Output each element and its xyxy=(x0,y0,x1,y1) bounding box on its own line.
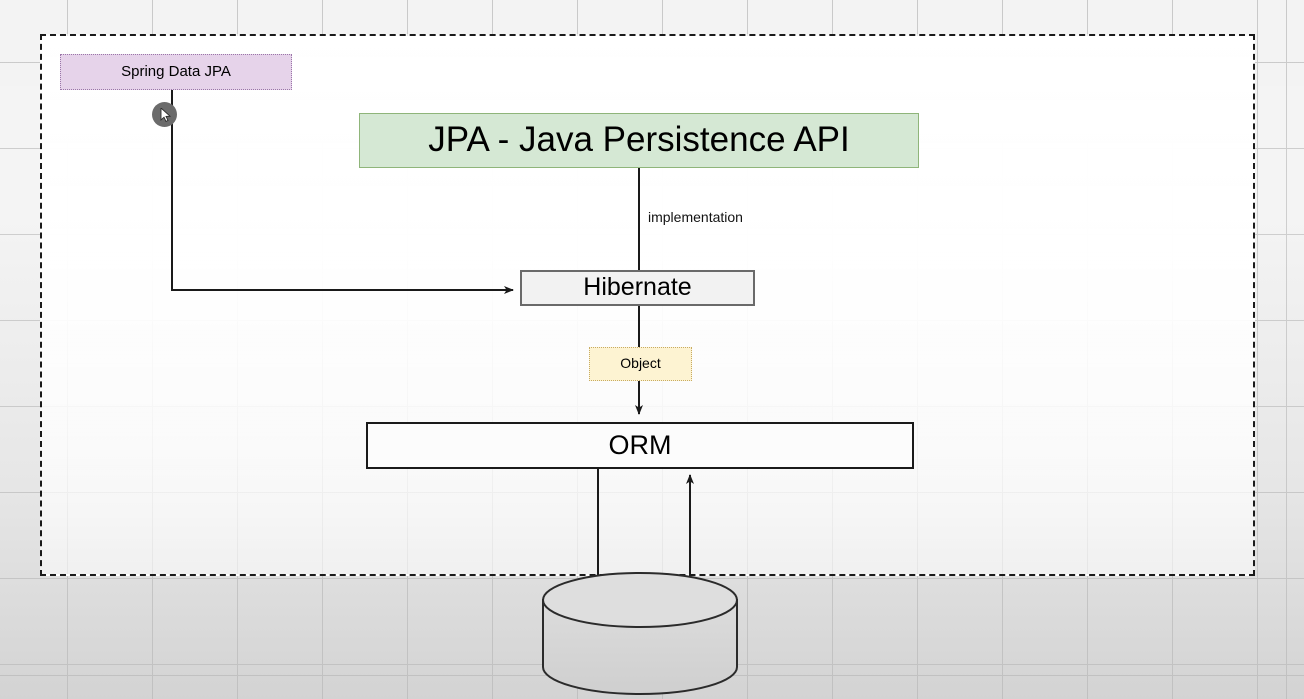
node-object[interactable]: Object xyxy=(589,347,692,381)
node-orm[interactable]: ORM xyxy=(366,422,914,469)
node-spring-data-jpa[interactable]: Spring Data JPA xyxy=(60,54,292,90)
node-hibernate[interactable]: Hibernate xyxy=(520,270,755,306)
edge-label-implementation: implementation xyxy=(648,209,743,225)
database-cylinder xyxy=(542,572,738,695)
node-jpa[interactable]: JPA - Java Persistence API xyxy=(359,113,919,168)
mouse-pointer-icon xyxy=(160,108,172,122)
